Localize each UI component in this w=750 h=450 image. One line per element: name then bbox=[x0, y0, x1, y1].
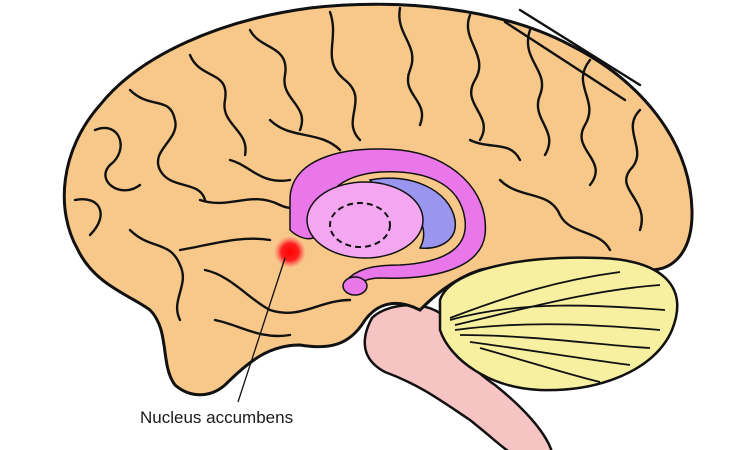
dashed-region bbox=[329, 202, 391, 248]
amygdala bbox=[342, 276, 368, 296]
thalamus bbox=[306, 181, 424, 259]
label-pointer-line bbox=[237, 257, 286, 403]
gyri-lines bbox=[73, 6, 643, 338]
nucleus-accumbens-label: Nucleus accumbens bbox=[140, 408, 294, 427]
nucleus-accumbens-marker bbox=[274, 236, 306, 268]
striatum-outer bbox=[289, 148, 487, 292]
cerebellum bbox=[438, 256, 679, 392]
